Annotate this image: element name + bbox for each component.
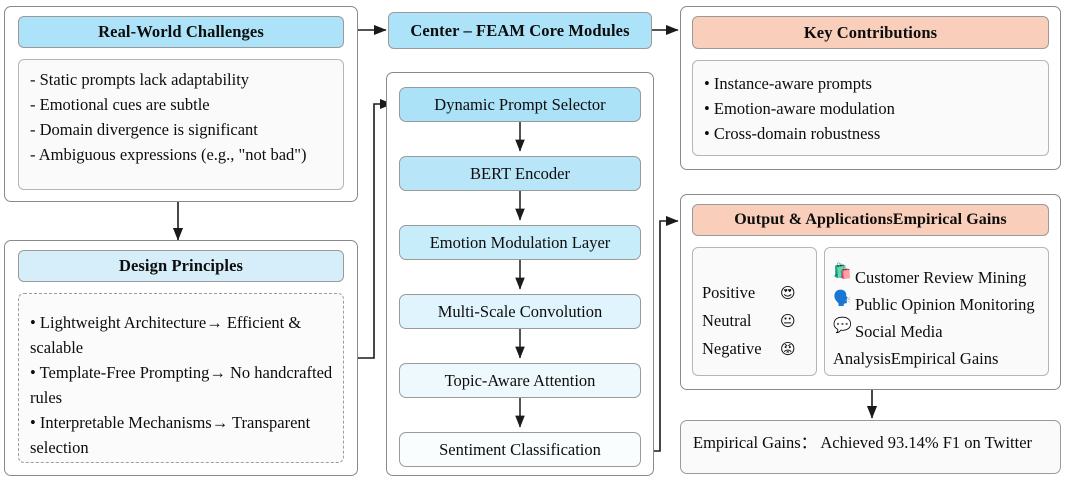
principles-line: • Lightweight Architecture→ Efficient & …: [30, 313, 302, 357]
principles-panel: Design Principles • Lightweight Architec…: [4, 240, 358, 476]
challenges-line: - Static prompts lack adaptability: [30, 70, 250, 89]
module-multi-scale-convolution[interactable]: Multi-Scale Convolution: [399, 294, 641, 329]
contribution-item: • Emotion-aware modulation: [704, 99, 895, 118]
application-label: Customer Review Mining: [855, 268, 1027, 287]
sentiment-item-positive: Positive 😍: [702, 279, 796, 307]
challenges-panel: Real-World Challenges - Static prompts l…: [4, 6, 358, 202]
empirical-gains-box: Empirical Gains： Achieved 93.14% F1 on T…: [680, 420, 1061, 474]
module-dynamic-prompt-selector[interactable]: Dynamic Prompt Selector: [399, 87, 641, 122]
application-item-customer-review-mining: 🛍️ Customer Review Mining: [833, 264, 1035, 291]
sentiment-label: Neutral: [702, 311, 752, 330]
sentiment-label: Positive: [702, 283, 756, 302]
principles-title: Design Principles: [18, 250, 344, 282]
angry-face-emoji: 😡: [780, 339, 796, 358]
sentiment-legend-box: Positive 😍 Neutral 😐 Negative 😡: [692, 247, 817, 376]
application-item-public-opinion-monitoring: 🗣️ Public Opinion Monitoring: [833, 291, 1035, 318]
principles-line: • Template-Free Prompting→ No handcrafte…: [30, 363, 333, 407]
challenges-body: - Static prompts lack adaptability - Emo…: [18, 59, 344, 190]
heart-eyes-emoji: 😍: [780, 283, 796, 302]
principles-body: • Lightweight Architecture→ Efficient & …: [18, 293, 344, 463]
shopping-bags-icon: 🛍️: [833, 262, 852, 280]
module-sentiment-classification[interactable]: Sentiment Classification: [399, 432, 641, 467]
neutral-face-emoji: 😐: [780, 311, 796, 330]
contributions-body: • Instance-aware prompts • Emotion-aware…: [692, 60, 1049, 156]
challenges-line: - Domain divergence is significant: [30, 120, 258, 139]
application-label: Public Opinion Monitoring: [855, 295, 1035, 314]
output-title: Output & ApplicationsEmpirical Gains: [692, 204, 1049, 236]
application-item-social-media: 💬 Social Media: [833, 318, 1035, 345]
sentiment-item-neutral: Neutral 😐: [702, 307, 796, 335]
center-title: Center – FEAM Core Modules: [388, 12, 652, 49]
contributions-title: Key Contributions: [692, 16, 1049, 49]
principles-line: • Interpretable Mechanisms→ Transparent …: [30, 413, 311, 457]
contribution-item: • Cross-domain robustness: [704, 124, 881, 143]
application-label: Social Media: [855, 322, 943, 341]
module-topic-aware-attention[interactable]: Topic-Aware Attention: [399, 363, 641, 398]
applications-tail-text: AnalysisEmpirical Gains: [833, 349, 999, 368]
challenges-line: - Ambiguous expressions (e.g., "not bad"…: [30, 145, 307, 164]
module-flow-arrows: [515, 122, 525, 428]
speaking-head-icon: 🗣️: [833, 289, 852, 307]
challenges-title: Real-World Challenges: [18, 16, 344, 48]
applications-box: 🛍️ Customer Review Mining 🗣️ Public Opin…: [824, 247, 1049, 376]
sentiment-item-negative: Negative 😡: [702, 335, 796, 363]
sentiment-label: Negative: [702, 339, 762, 358]
contribution-item: • Instance-aware prompts: [704, 74, 872, 93]
module-bert-encoder[interactable]: BERT Encoder: [399, 156, 641, 191]
module-emotion-modulation-layer[interactable]: Emotion Modulation Layer: [399, 225, 641, 260]
challenges-line: - Emotional cues are subtle: [30, 95, 210, 114]
output-panel: Output & ApplicationsEmpirical Gains Pos…: [680, 194, 1061, 390]
core-modules-panel: Dynamic Prompt Selector BERT Encoder Emo…: [386, 72, 654, 476]
contributions-panel: Key Contributions • Instance-aware promp…: [680, 6, 1061, 170]
speech-balloon-icon: 💬: [833, 316, 852, 334]
